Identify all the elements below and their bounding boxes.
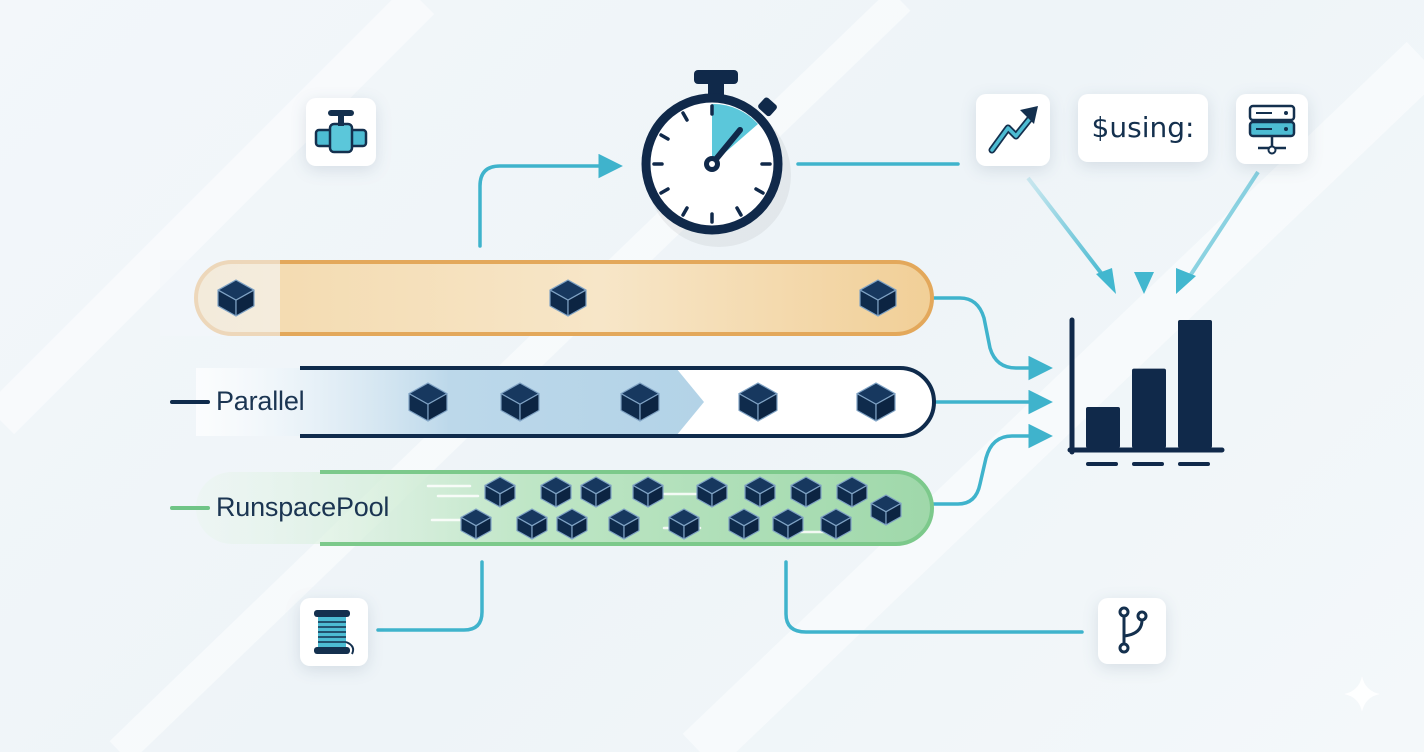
lane3-cube	[668, 508, 700, 540]
connector-lane3-to-branch	[784, 560, 1084, 634]
lane1-cube	[549, 279, 587, 317]
lane3-cube	[608, 508, 640, 540]
lane3-cube	[460, 508, 492, 540]
lane3-cube	[556, 508, 588, 540]
connector-lane-to-stopwatch	[478, 153, 623, 248]
lane3-cube	[772, 508, 804, 540]
stopwatch-icon	[641, 70, 791, 247]
lane2-cube	[738, 382, 778, 422]
lane2-cube	[500, 382, 540, 422]
lane3-cube	[744, 476, 776, 508]
lane-label-runspacepool: RunspacePool	[216, 492, 390, 522]
lane3-cube	[580, 476, 612, 508]
branch-icon	[1118, 606, 1148, 654]
lane1-cube	[859, 279, 897, 317]
server-icon	[1248, 104, 1296, 155]
chart-icon-bar	[1178, 320, 1212, 448]
lane2-cube	[856, 382, 896, 422]
connector-lane3-to-spool	[376, 560, 484, 632]
branch-card	[1098, 598, 1166, 664]
lane3-cube	[696, 476, 728, 508]
trend-arrow-icon	[988, 106, 1038, 154]
connectors	[376, 153, 1084, 634]
lane-label-parallel: Parallel	[216, 386, 305, 416]
lane2-cube	[620, 382, 660, 422]
connector-lane3-to-chart	[930, 423, 1053, 506]
using-card	[1078, 94, 1208, 162]
lane1-cube	[217, 279, 255, 317]
lane-1	[160, 260, 934, 336]
lane3-cube	[484, 476, 516, 508]
lane3-cube	[728, 508, 760, 540]
sparkle-icon	[1344, 676, 1380, 712]
valve-icon	[314, 110, 368, 154]
thread-spool-icon	[314, 610, 355, 655]
lane3-cube	[790, 476, 822, 508]
lane3-cube	[870, 494, 902, 526]
lane3-cube	[516, 508, 548, 540]
lane3-cube	[836, 476, 868, 508]
work-items	[217, 279, 902, 540]
lane3-cube	[540, 476, 572, 508]
lane3-cube	[632, 476, 664, 508]
chart-icon-bar	[1132, 368, 1166, 448]
lane2-cube	[408, 382, 448, 422]
using-scope-label: $using:	[1091, 111, 1195, 144]
lane-2	[196, 366, 936, 438]
chart-icon-bar	[1086, 407, 1120, 448]
connector-lane1-to-chart	[930, 296, 1053, 381]
lane3-cube	[820, 508, 852, 540]
converging-arrows	[1026, 170, 1260, 294]
bar-chart-icon	[1067, 317, 1225, 466]
